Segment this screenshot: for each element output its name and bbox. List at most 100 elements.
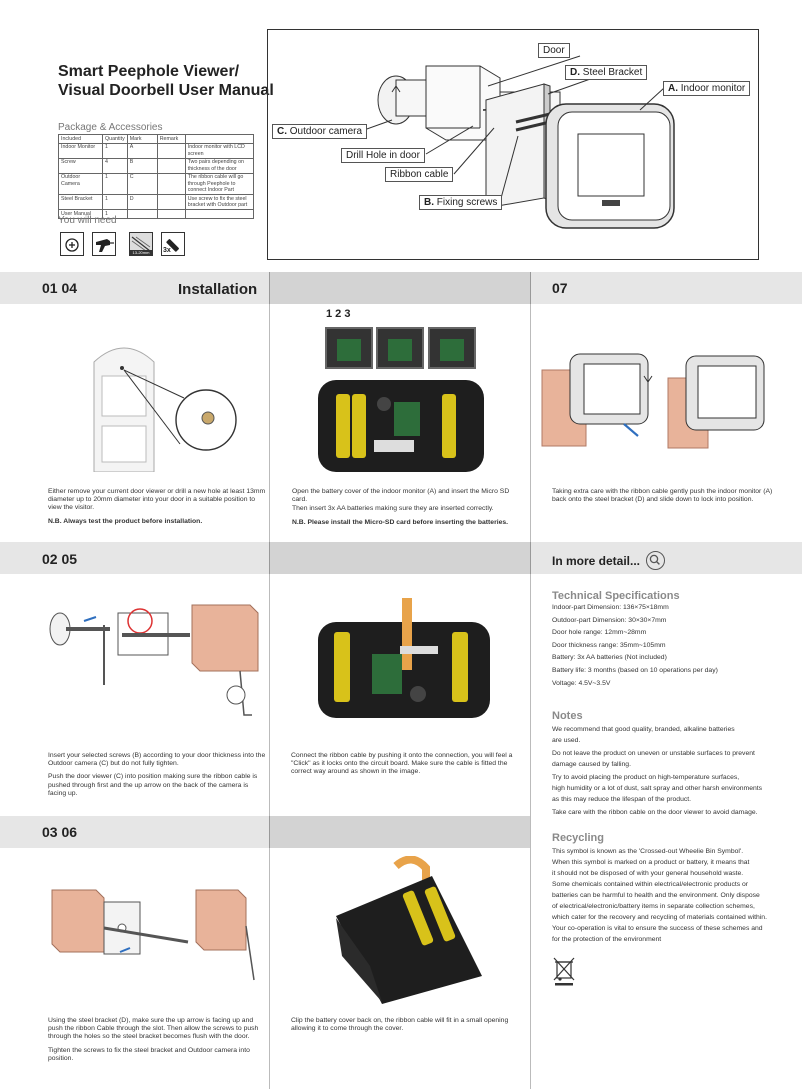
recycling-text: This symbol is known as the 'Crossed-out…: [552, 846, 767, 945]
label-door: Door: [538, 43, 570, 58]
caption-04-note: N.B. Please install the Micro-SD card be…: [292, 518, 509, 526]
wheelie-bin-icon: [553, 957, 575, 986]
screwdriver-icon: [60, 232, 84, 256]
installation-heading: Installation: [178, 281, 258, 298]
band-2-divider-left: [269, 542, 270, 574]
cell-qty: 4: [102, 157, 128, 174]
recycling-line: Some chemicals contained within electric…: [552, 881, 749, 888]
note-line: are used.: [552, 737, 581, 744]
label-ribbon-cable: Ribbon cable: [385, 167, 454, 182]
cell-empty: [156, 157, 186, 174]
recycling-line: batteries can be harmful to health and t…: [552, 892, 760, 899]
note-line: as this may reduce the lifespan of the p…: [552, 796, 692, 803]
door-drill-illustration: [93, 347, 237, 472]
battery-compartment-photo: [318, 380, 484, 472]
cell-remark: The ribbon cable will go through Peephol…: [184, 172, 255, 196]
cell-item: Steel Bracket: [58, 194, 103, 210]
spec-line: Indoor-part Dimension: 136×75×18mm: [552, 604, 669, 611]
spec-line: Door thickness range: 35mm~105mm: [552, 641, 666, 649]
label-steel-bracket-letter: D.: [570, 67, 580, 78]
band-3-divider: [269, 816, 270, 848]
step-number-03-06: 03 06: [42, 824, 78, 840]
recycling-line: it should not be disposed of with your g…: [552, 870, 744, 877]
caption-03-b: Tighten the screws to fix the steel brac…: [48, 1046, 250, 1062]
tools-heading: You will need: [58, 215, 117, 226]
caption-04-b: Then insert 3x AA batteries making sure …: [292, 505, 494, 513]
specs-list: Indoor-part Dimension: 136×75×18mm Outdo…: [552, 602, 718, 690]
cell-mark: D: [126, 194, 158, 210]
table-row: User Manual 1: [58, 209, 255, 219]
col-remark: Remark: [156, 134, 186, 144]
title-line-1: Smart Peephole Viewer/: [58, 63, 240, 80]
exploded-diagram-art: [363, 55, 675, 229]
caption-05: Connect the ribbon cable by pushing it o…: [291, 752, 513, 776]
package-table: Included Quantity Mark Remark Indoor Mon…: [58, 134, 255, 219]
cell-item: Screw: [58, 157, 103, 174]
label-indoor-monitor: A. Indoor monitor: [663, 81, 751, 96]
notes-list: We recommend that good quality, branded,…: [552, 724, 762, 818]
caption-04-a: Open the battery cover of the indoor mon…: [292, 488, 510, 504]
step-number-01-04: 01 04: [42, 280, 78, 296]
sd-card-step-3: [428, 327, 476, 369]
label-outdoor-camera-letter: C.: [277, 126, 287, 137]
recycling-line: for the protection of the environment: [552, 936, 662, 943]
label-steel-bracket: D. Steel Bracket: [565, 65, 648, 80]
cell-item: Outdoor Camera: [58, 172, 103, 196]
recycling-heading: Recycling: [552, 832, 604, 844]
more-detail-heading: In more detail...: [552, 554, 641, 568]
package-heading: Package & Accessories: [58, 122, 163, 133]
batteries-icon: 3x: [161, 232, 185, 256]
caption-01-note: N.B. Always test the product before inst…: [48, 517, 203, 525]
notes-heading: Notes: [552, 710, 583, 722]
caption-04: Open the battery cover of the indoor mon…: [292, 488, 520, 532]
label-fixing-screws: B. Fixing screws: [419, 195, 503, 210]
band-2-divider-right: [530, 542, 531, 574]
label-outdoor-camera-text: Outdoor camera: [289, 126, 363, 137]
drill-icon: [92, 232, 116, 256]
cell-remark: [184, 209, 255, 219]
col-quantity: Quantity: [102, 134, 128, 144]
step-numbers-1-2-3: 1 2 3: [326, 308, 351, 320]
table-row: Outdoor Camera 1 C The ribbon cable will…: [58, 172, 255, 196]
monitor-slide-illustration: [541, 353, 765, 449]
cell-qty: 1: [102, 142, 128, 159]
note-line: Take care with the ribbon cable on the d…: [552, 809, 758, 816]
sd-card-step-2: [376, 327, 424, 369]
hole-size-icon: 13-20mm: [129, 232, 153, 256]
cell-qty: 1: [102, 194, 128, 210]
specs-heading: Technical Specifications: [552, 590, 680, 602]
col-mark: Mark: [126, 134, 158, 144]
note-line: Do not leave the product on uneven or un…: [552, 750, 755, 757]
cell-mark: [126, 209, 158, 219]
caption-02: Insert your selected screws (B) accordin…: [48, 752, 266, 803]
manual-title: Smart Peephole Viewer/ Visual Doorbell U…: [58, 62, 274, 100]
spec-line: Voltage: 4.5V~3.5V: [552, 679, 611, 687]
bracket-fitting-illustration: [51, 889, 255, 981]
sd-card-step-1: [325, 327, 373, 369]
label-steel-bracket-text: Steel Bracket: [582, 67, 643, 78]
exploded-diagram: Door D. Steel Bracket A. Indoor monitor …: [267, 29, 759, 260]
caption-07: Taking extra care with the ribbon cable …: [552, 488, 773, 504]
band-1-divider-left: [269, 272, 270, 304]
caption-02-a: Insert your selected screws (B) accordin…: [48, 752, 266, 768]
col-included: Included: [58, 134, 103, 144]
column-divider-left: [269, 272, 270, 1089]
battery-cover-clip-photo: [336, 856, 482, 1004]
recycling-line: which cater for the recovery and recycli…: [552, 914, 767, 921]
recycling-line: This symbol is known as the 'Crossed-out…: [552, 848, 744, 855]
caption-03-a: Using the steel bracket (D), make sure t…: [48, 1017, 259, 1041]
table-row: Steel Bracket 1 D Use screw to fix the s…: [58, 194, 255, 210]
recycling-line: of electrical/electronic/battery items i…: [552, 903, 755, 910]
note-line: damage caused by falling.: [552, 761, 631, 768]
note-line: high humidity or a lot of dust, salt spr…: [552, 785, 763, 792]
caption-03: Using the steel bracket (D), make sure t…: [48, 1017, 266, 1068]
package-header-row: Included Quantity Mark Remark: [58, 134, 255, 144]
cell-empty: [156, 194, 186, 210]
step-number-07: 07: [552, 280, 568, 296]
recycling-line: Your co-operation is vital to ensure the…: [552, 925, 763, 932]
screw-insertion-illustration: [49, 604, 259, 716]
note-line: We recommend that good quality, branded,…: [552, 726, 735, 733]
cell-empty: [156, 142, 186, 159]
title-line-2: Visual Doorbell User Manual: [58, 82, 274, 99]
section-band-3-mid: [270, 816, 530, 848]
